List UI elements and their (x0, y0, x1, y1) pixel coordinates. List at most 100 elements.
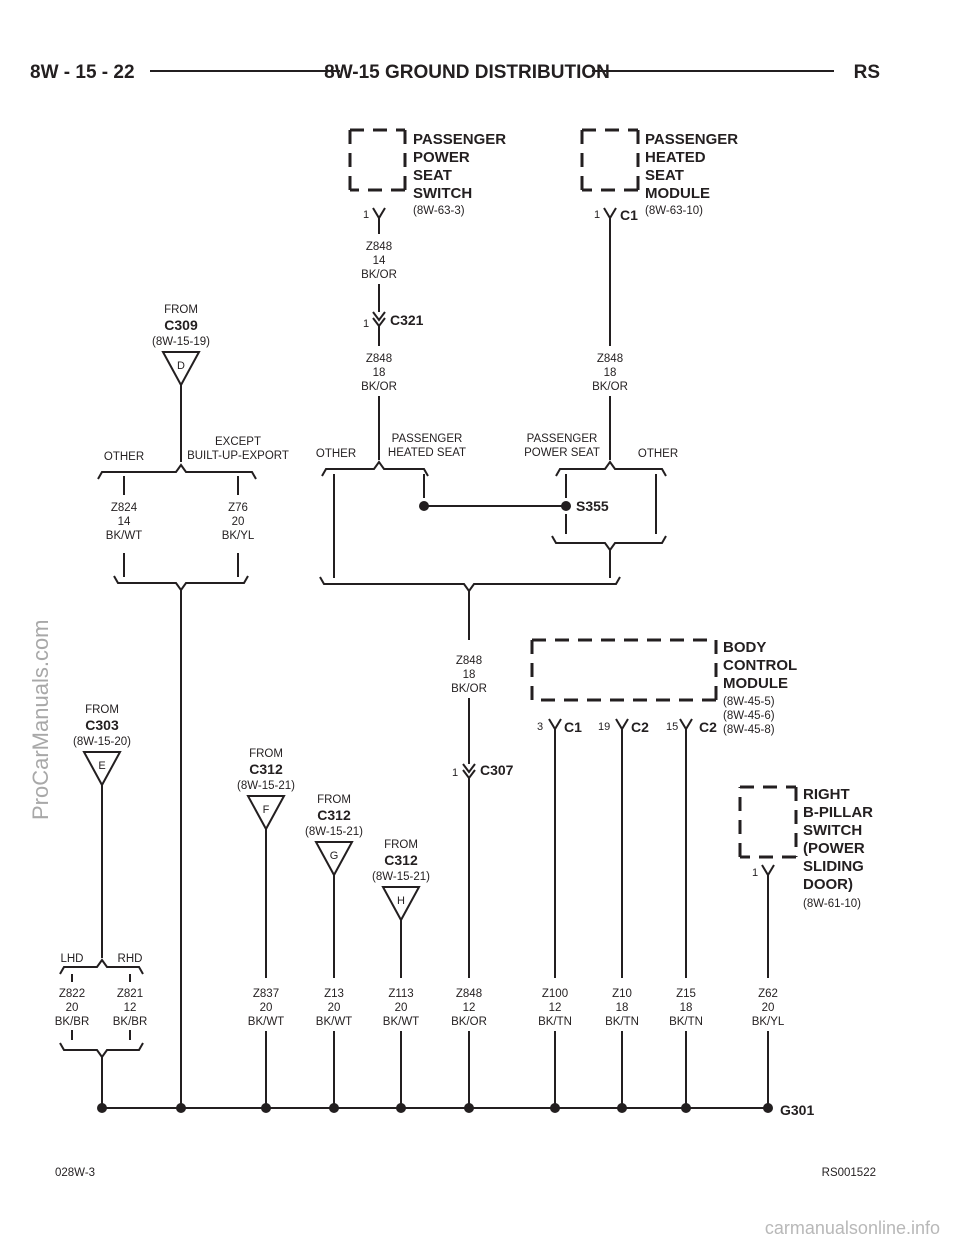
component-label-line: BODY (723, 639, 766, 656)
ground-dot (550, 1103, 560, 1113)
page-ref-letter: H (397, 895, 405, 907)
component-ref: (8W-63-3) (413, 205, 465, 217)
branch-label: BUILT-UP-EXPORT (187, 450, 289, 462)
branch-bracket (59, 1042, 144, 1059)
wire-circuit: Z62 (758, 988, 778, 1000)
wire-color: BK/WT (316, 1016, 352, 1028)
from-label: FROM (384, 839, 418, 851)
from-label: FROM (164, 304, 198, 316)
from-connector: C312 (249, 761, 283, 777)
branch-label: RHD (118, 953, 143, 965)
pin-number: 15 (666, 721, 678, 733)
branch-bracket (97, 463, 257, 480)
inline-connector-icon (372, 311, 386, 328)
wire-color: BK/WT (248, 1016, 284, 1028)
wire-color: BK/TN (538, 1016, 572, 1028)
ground-dot (176, 1103, 186, 1113)
passenger-power-seat-switch: PASSENGER POWER SEAT SWITCH (8W-63-3) 1 (348, 128, 506, 221)
from-ref: (8W-15-21) (372, 871, 430, 883)
wire-color: BK/OR (451, 683, 487, 695)
wire-gauge: 14 (118, 516, 131, 528)
from-ref: (8W-15-19) (152, 336, 210, 348)
page-ref-letter: F (263, 804, 270, 816)
splice-dot (419, 501, 429, 511)
from-connector: C303 (85, 717, 119, 733)
from-label: FROM (249, 748, 283, 760)
connector-pin-icon (548, 718, 562, 731)
wire-circuit: Z15 (676, 988, 696, 1000)
wire-gauge: 20 (395, 1002, 408, 1014)
branch-label: PASSENGER (392, 433, 463, 445)
wire-gauge: 18 (680, 1002, 693, 1014)
wire-circuit: Z100 (542, 988, 568, 1000)
component-ref: (8W-45-8) (723, 724, 775, 736)
branch-label: EXCEPT (215, 436, 261, 448)
connector-pin-icon (679, 718, 693, 731)
component-label-line: HEATED (645, 149, 706, 166)
wire-color: BK/BR (113, 1016, 148, 1028)
wire-color: BK/YL (222, 530, 255, 542)
component-label-line: CONTROL (723, 657, 797, 674)
wire-circuit: Z76 (228, 502, 248, 514)
bottom-wire-labels: Z82220BK/BRZ82112BK/BRZ83720BK/WTZ1320BK… (55, 988, 785, 1028)
ground-dot (97, 1103, 107, 1113)
connector-label: C307 (480, 762, 514, 778)
page-ref-triangle-icon (246, 795, 286, 832)
component-label-line: B-PILLAR (803, 804, 873, 821)
branch-bracket (551, 535, 667, 552)
wire-color: BK/BR (55, 1016, 90, 1028)
component-box (530, 638, 718, 702)
component-box (580, 128, 640, 192)
component-label-line: PASSENGER (413, 131, 506, 148)
bottom-watermark: carmanualsonline.info (765, 1218, 940, 1238)
component-ref: (8W-61-10) (803, 898, 861, 910)
connector-label: C321 (390, 312, 424, 328)
component-label-line: MODULE (645, 185, 710, 202)
branch-label: OTHER (638, 448, 678, 460)
wire-color: BK/TN (605, 1016, 639, 1028)
right-b-pillar-switch: RIGHT B-PILLAR SWITCH (POWER SLIDING DOO… (738, 785, 873, 910)
pin-number: 1 (363, 318, 369, 330)
wire-circuit: Z837 (253, 988, 279, 1000)
page-title: 8W-15 GROUND DISTRIBUTION (324, 62, 610, 83)
wire-circuit: Z10 (612, 988, 632, 1000)
pin-number: 1 (452, 767, 458, 779)
component-label-line: RIGHT (803, 786, 850, 803)
page-ref-triangle-icon (82, 751, 122, 788)
component-ref: (8W-45-5) (723, 696, 775, 708)
branch-label: PASSENGER (527, 433, 598, 445)
component-label-line: SWITCH (803, 822, 862, 839)
branch-label: LHD (60, 953, 83, 965)
component-ref: (8W-45-6) (723, 710, 775, 722)
body-control-module: BODY CONTROL MODULE (8W-45-5) (8W-45-6) … (530, 638, 797, 736)
wire-color: BK/TN (669, 1016, 703, 1028)
wire-circuit: Z848 (456, 655, 482, 667)
component-box (348, 128, 407, 192)
wire-gauge: 18 (463, 669, 476, 681)
wire-color: BK/YL (752, 1016, 785, 1028)
from-connector: C312 (384, 852, 418, 868)
pin-number: 19 (598, 721, 610, 733)
wire-circuit: Z848 (597, 353, 623, 365)
wire-circuit: Z113 (388, 988, 413, 1000)
branch-bracket (113, 575, 249, 592)
wire-gauge: 20 (66, 1002, 79, 1014)
component-box (738, 785, 798, 859)
wire-color: BK/OR (451, 1016, 487, 1028)
wire-circuit: Z822 (59, 988, 85, 1000)
component-label-line: POWER (413, 149, 470, 166)
branch-label: OTHER (104, 451, 144, 463)
wire-color: BK/OR (361, 381, 397, 393)
wire-circuit: Z821 (117, 988, 143, 1000)
ground-dot (763, 1103, 773, 1113)
figure-number: 028W-3 (55, 1167, 95, 1179)
wire-color: BK/OR (361, 269, 397, 281)
ground-dot (681, 1103, 691, 1113)
wire-gauge: 18 (616, 1002, 629, 1014)
wire-gauge: 20 (260, 1002, 273, 1014)
wire-gauge: 20 (762, 1002, 775, 1014)
component-label-line: PASSENGER (645, 131, 738, 148)
wire-gauge: 12 (549, 1002, 562, 1014)
connector-label: C1 (620, 207, 638, 223)
